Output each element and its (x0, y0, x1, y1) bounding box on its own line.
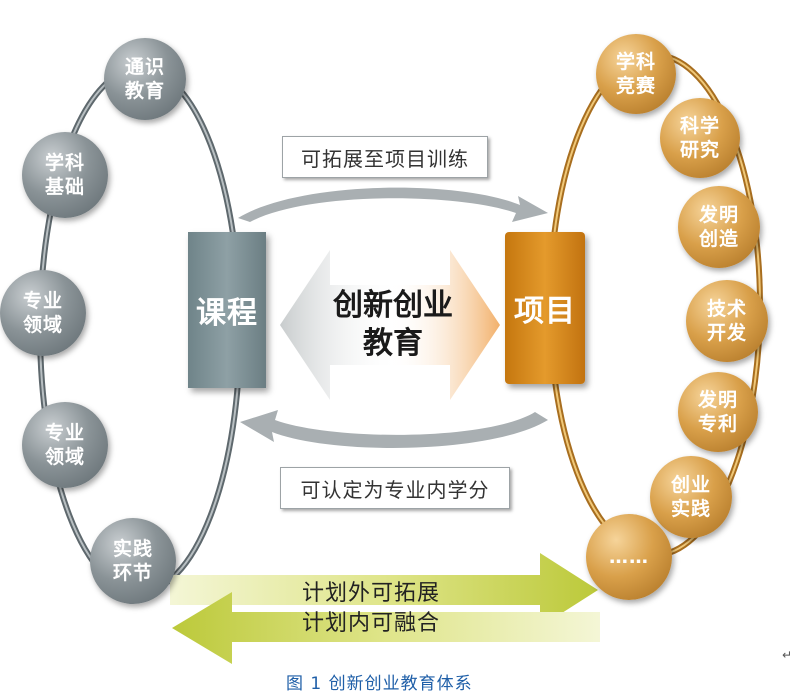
node-practice-stage: 实践 环节 (90, 518, 176, 604)
center-right-arrow (390, 250, 500, 400)
node-ellipsis: …… (586, 514, 672, 600)
bottom-arrow-label: 可认定为专业内学分 (280, 467, 510, 509)
top-curved-arrow (238, 187, 548, 222)
node-invention-patent: 发明 专利 (678, 372, 758, 452)
center-left-arrow (280, 250, 400, 400)
node-subject-foundation: 学科 基础 (22, 132, 108, 218)
node-general-education: 通识 教育 (104, 38, 186, 120)
center-title: 创新创业 教育 (333, 288, 453, 361)
course-block: 课程 (188, 232, 266, 388)
node-scientific-research: 科学 研究 (660, 98, 740, 178)
top-arrow-label: 可拓展至项目训练 (282, 136, 488, 178)
paragraph-return-mark: ↵ (782, 648, 793, 662)
node-professional-field-1: 专业 领域 (0, 270, 86, 356)
node-technology-development: 技术 开发 (686, 280, 768, 362)
node-startup-practice: 创业 实践 (650, 456, 732, 538)
node-invention-creation: 发明 创造 (678, 186, 760, 268)
node-subject-competition: 学科 竞赛 (596, 34, 676, 114)
band-arrow-left (172, 592, 600, 664)
band-arrow-right (170, 553, 598, 627)
node-professional-field-2: 专业 领域 (22, 402, 108, 488)
figure-caption: 图 1 创新创业教育体系 (286, 674, 473, 694)
bottom-curved-arrow (240, 410, 548, 448)
project-block: 项目 (505, 232, 585, 384)
band-text-outside-plan: 计划外可拓展 (302, 581, 441, 606)
band-text-inside-plan: 计划内可融合 (302, 611, 441, 636)
